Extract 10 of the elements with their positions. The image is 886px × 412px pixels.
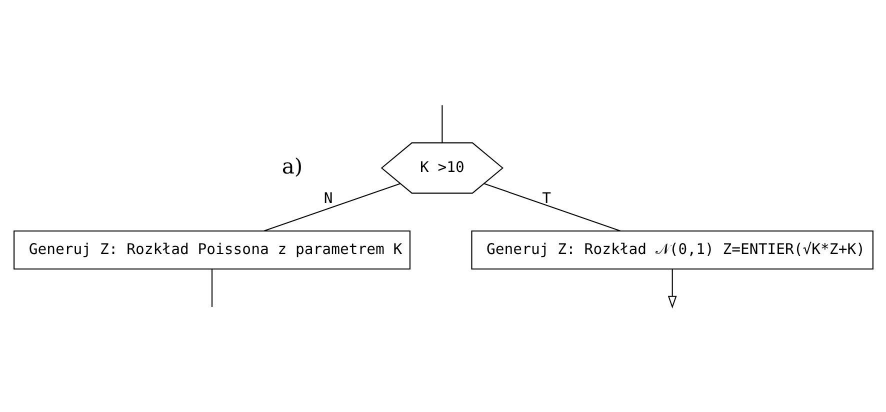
label: a) — [281, 153, 302, 178]
connector — [483, 183, 620, 232]
node-box: Generuj Z: Rozkład 𝒩(0,1) Z=ENTIER(√K*Z+K) — [470, 230, 873, 270]
node-box: Generuj Z: Rozkład Poissona z parametrem K — [13, 230, 410, 270]
connector — [263, 183, 400, 232]
edge-label: T — [542, 190, 551, 207]
connector — [211, 269, 212, 307]
edge-label: N — [323, 190, 332, 207]
connector — [441, 105, 442, 143]
arrow — [667, 269, 676, 309]
